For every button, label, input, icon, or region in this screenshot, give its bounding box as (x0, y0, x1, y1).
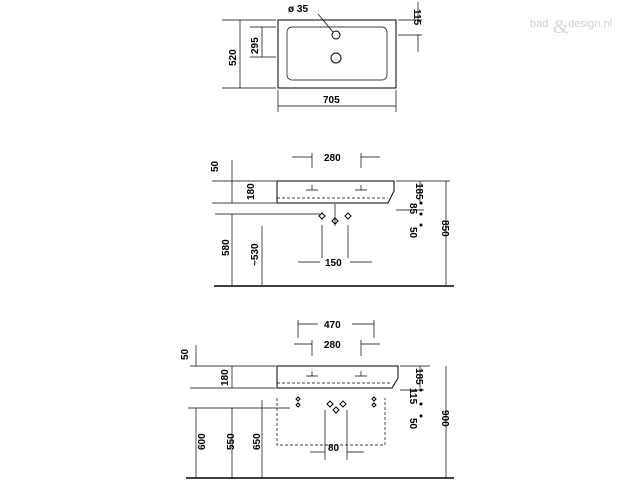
dim-115: 115 (411, 9, 422, 26)
top-view: ø 35 115 295 520 705 (222, 2, 422, 112)
dim-705: 705 (323, 95, 340, 106)
hole-leader (317, 13, 334, 33)
hole-label: ø 35 (288, 4, 308, 15)
bowl-outline (286, 26, 388, 81)
trap-body (276, 398, 386, 446)
dim-50: 50 (210, 160, 221, 172)
dim-50c: 50 (180, 348, 191, 360)
dim-280b: 280 (324, 340, 341, 351)
dim-900: 900 (439, 410, 450, 427)
dim-650: 650 (252, 433, 263, 450)
trap-symbols (295, 396, 377, 414)
tap-stems (311, 371, 362, 376)
bullet-marks (419, 201, 423, 227)
dim-520: 520 (228, 49, 239, 66)
basin-outline (277, 19, 397, 89)
bullet-marks (419, 388, 423, 418)
basin-front (276, 180, 395, 204)
dim-50d: 50 (407, 418, 418, 430)
dim-850: 850 (439, 220, 450, 237)
dim-180b: 180 (220, 369, 231, 386)
side-valves (295, 396, 377, 408)
watermark-ampersand: & (553, 16, 569, 38)
dim-580: 580 (221, 239, 232, 256)
dim-600: 600 (197, 433, 208, 450)
dim-550: 550 (226, 433, 237, 450)
dim-150: 150 (325, 258, 342, 269)
dim-295: 295 (250, 37, 261, 54)
front-view: 280 50 180 580 ~530 150 185 85 50 850 (210, 153, 454, 287)
dim-280: 280 (324, 153, 341, 164)
watermark-right: design.nl (568, 18, 612, 30)
dim-115b: 115 (407, 388, 418, 405)
dim-470: 470 (324, 320, 341, 331)
side-view: 470 280 50 180 600 550 650 80 185 115 50… (180, 320, 454, 479)
dim-50b: 50 (407, 227, 418, 239)
tap-hole (331, 30, 341, 40)
drain-hole (330, 52, 342, 64)
trap-diamonds (326, 400, 347, 414)
dim-80: 80 (328, 443, 340, 454)
watermark-left: bad (530, 18, 548, 30)
dim-185b: 185 (413, 368, 424, 385)
dim-530: ~530 (250, 243, 261, 266)
watermark-logo: bad & design.nl (530, 16, 612, 38)
basin-side (276, 365, 399, 389)
dim-180: 180 (246, 183, 257, 200)
dim-85: 85 (407, 203, 418, 215)
tap-stems (311, 185, 362, 190)
dim-185: 185 (413, 183, 424, 200)
